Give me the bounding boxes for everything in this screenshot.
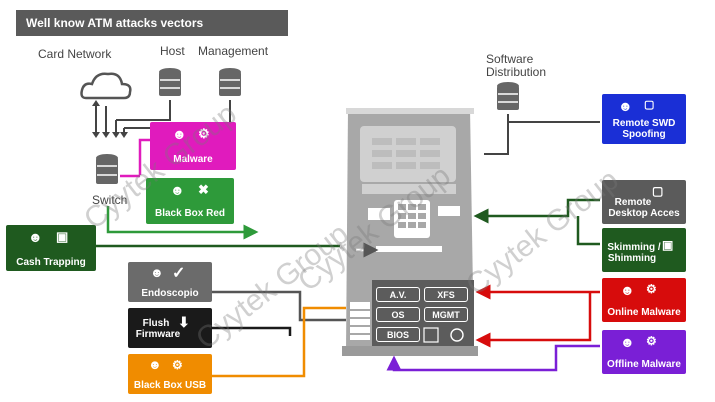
remote-swd-label: Remote SWD — [612, 118, 676, 129]
malware-icon: ⚙ — [198, 126, 210, 141]
mgmt-module: MGMT — [424, 307, 468, 322]
management-server-icon — [219, 68, 241, 96]
shimming-label: Shimming — [607, 253, 657, 264]
software-distribution-server-icon — [497, 82, 519, 110]
card-icon: ▣ — [662, 238, 674, 252]
firmware-label: Firmware — [135, 329, 181, 340]
firmware-download-icon: ⬇ — [178, 314, 190, 330]
malware-box: ☻ ⚙ Malware — [150, 122, 236, 170]
endoscopio-box: ☻ ✓ Endoscopio — [128, 262, 212, 302]
cash-trapping-box: ☻ ▣ Cash Trapping — [6, 225, 96, 271]
skimming-label: Skimming / — [607, 242, 661, 253]
code-icon: ▢ — [652, 184, 664, 198]
cloud-icon — [80, 72, 132, 100]
av-module: A.V. — [376, 287, 420, 302]
black-box-red-box: ☻ ✖ Black Box Red — [146, 178, 234, 224]
tools-icon: ✖ — [198, 182, 209, 197]
switch-server-icon — [96, 154, 118, 184]
online-malware-box: ☻ ⚙ Online Malware — [602, 278, 686, 322]
black-box-red-label: Black Box Red — [154, 208, 226, 219]
hacker-icon: ☻ — [170, 182, 185, 198]
spoofing-label: Spoofing — [622, 129, 666, 140]
chip-icon — [423, 327, 439, 343]
hacker-icon: ☻ — [618, 98, 633, 114]
online-malware-label: Online Malware — [607, 307, 681, 318]
cash-trapping-label: Cash Trapping — [16, 257, 86, 268]
xfs-module: XFS — [424, 287, 468, 302]
hacker-icon: ☻ — [148, 357, 162, 372]
skimming-shimming-box: ▣ Skimming / Shimming — [602, 228, 686, 272]
remote-desktop-box: ▢ Remote Desktop Acces — [602, 180, 686, 224]
remote-label: Remote — [614, 197, 652, 208]
browser-icon: ▢ — [644, 99, 655, 111]
offline-malware-label: Offline Malware — [607, 359, 681, 370]
hacker-icon: ☻ — [172, 126, 187, 142]
remote-swd-spoofing-box: ☻ ▢ Remote SWD Spoofing — [602, 94, 686, 144]
endoscopio-label: Endoscopio — [141, 288, 199, 299]
atm-machine — [342, 108, 478, 356]
hacker-icon: ☻ — [150, 265, 164, 280]
gear-icon — [450, 328, 464, 342]
cash-icon: ▣ — [56, 229, 69, 244]
bios-module: BIOS — [376, 327, 420, 342]
check-icon: ✓ — [172, 265, 186, 282]
hacker-icon: ☻ — [28, 229, 43, 245]
usb-icon: ⚙ — [646, 334, 657, 348]
host-label: Host — [160, 44, 185, 58]
host-server-icon — [159, 68, 181, 96]
offline-malware-box: ☻ ⚙ Offline Malware — [602, 330, 686, 374]
black-box-usb-box: ☻ ⚙ Black Box USB — [128, 354, 212, 394]
software-distribution-label: Software Distribution — [486, 52, 547, 79]
hacker-icon: ☻ — [620, 334, 635, 350]
malware-label: Malware — [173, 154, 213, 165]
management-label: Management — [198, 44, 269, 58]
usb-icon: ⚙ — [646, 282, 657, 296]
card-network-label: Card Network — [38, 47, 112, 61]
flush-firmware-box: Flush Firmware ⬇ — [128, 308, 212, 348]
switch-label: Switch — [92, 193, 128, 207]
desktop-acces-label: Desktop Acces — [608, 208, 680, 219]
usb-icon: ⚙ — [172, 358, 183, 372]
page-title: Well know ATM attacks vectors — [16, 10, 288, 36]
hacker-icon: ☻ — [620, 282, 635, 298]
flush-label: Flush — [142, 318, 170, 329]
os-module: OS — [376, 307, 420, 322]
black-box-usb-label: Black Box USB — [133, 380, 207, 391]
